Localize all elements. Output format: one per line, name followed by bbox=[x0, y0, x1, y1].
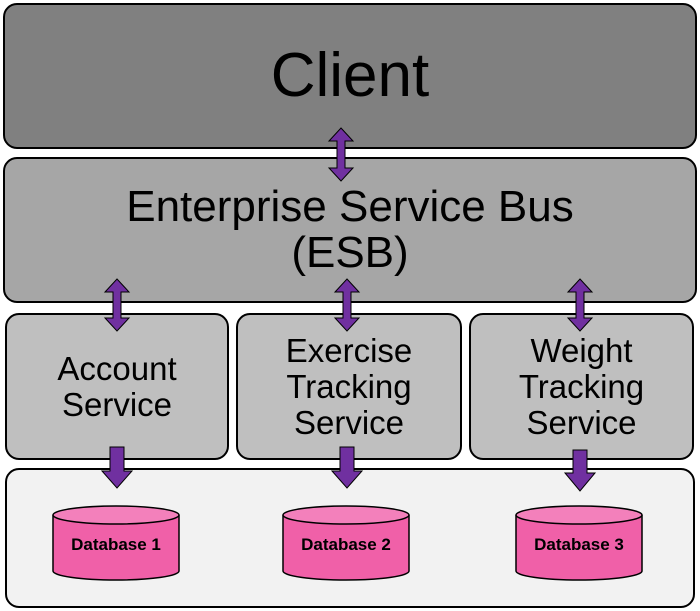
database-3-label: Database 3 bbox=[534, 535, 624, 554]
esb-label-line1: Enterprise Service Bus bbox=[126, 182, 574, 231]
weight-service-label-line2: Tracking bbox=[518, 367, 645, 405]
account-service-label-line1: Account bbox=[57, 349, 177, 387]
database-cylinder-icon bbox=[52, 505, 180, 581]
account-db-down-arrow-icon bbox=[100, 446, 134, 489]
esb-account-double-arrow-icon bbox=[103, 278, 131, 332]
client-layer: Client bbox=[3, 3, 697, 149]
exercise-service-label-line1: Exercise bbox=[285, 331, 413, 369]
exercise-db-down-arrow-icon bbox=[330, 446, 364, 489]
client-esb-double-arrow-icon bbox=[327, 127, 355, 182]
database-cylinder-icon bbox=[282, 505, 410, 581]
esb-exercise-double-arrow-icon bbox=[333, 278, 361, 332]
account-service-label-line2: Service bbox=[61, 385, 173, 423]
database-2-label: Database 2 bbox=[301, 535, 391, 554]
exercise-service-label-line2: Tracking bbox=[286, 367, 412, 405]
database-1-label: Database 1 bbox=[71, 535, 161, 554]
database-2: Database 2 bbox=[282, 505, 410, 581]
exercise-tracking-service-box: Exercise Tracking Service bbox=[236, 313, 462, 460]
weight-service-label-line1: Weight bbox=[530, 331, 633, 369]
esb-weight-double-arrow-icon bbox=[566, 278, 594, 332]
database-3: Database 3 bbox=[515, 505, 643, 581]
database-1: Database 1 bbox=[52, 505, 180, 581]
weight-tracking-service-box: Weight Tracking Service bbox=[469, 313, 694, 460]
client-label: Client bbox=[270, 41, 430, 110]
account-service-box: Account Service bbox=[5, 313, 229, 460]
esb-label-line2: (ESB) bbox=[291, 228, 409, 277]
weight-db-down-arrow-icon bbox=[563, 449, 597, 492]
database-cylinder-icon bbox=[515, 505, 643, 581]
exercise-service-label-line3: Service bbox=[293, 403, 405, 441]
weight-service-label-line3: Service bbox=[526, 403, 637, 441]
